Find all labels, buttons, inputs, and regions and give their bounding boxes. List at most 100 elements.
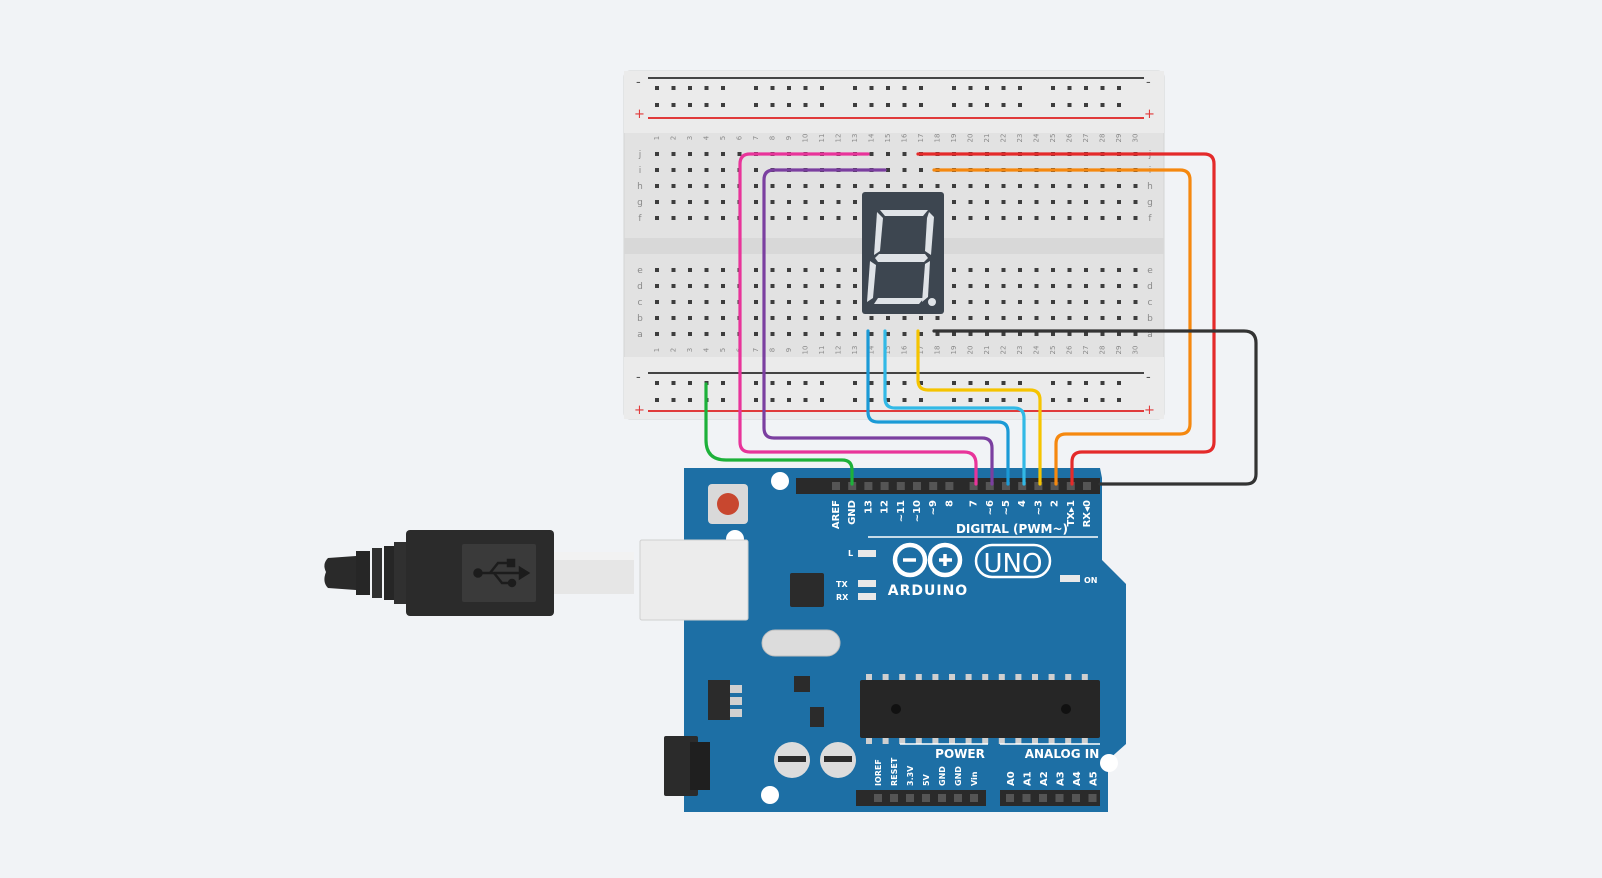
digital-pin-hole[interactable]: [969, 482, 978, 490]
rail-hole[interactable]: [1018, 381, 1022, 385]
terminal-hole[interactable]: [1018, 300, 1022, 304]
terminal-hole[interactable]: [1084, 316, 1088, 320]
terminal-hole[interactable]: [902, 316, 907, 320]
terminal-hole[interactable]: [1117, 300, 1121, 304]
terminal-hole[interactable]: [1100, 184, 1105, 188]
terminal-hole[interactable]: [803, 184, 808, 188]
terminal-hole[interactable]: [1133, 184, 1138, 188]
rail-hole[interactable]: [985, 103, 989, 107]
terminal-hole[interactable]: [1117, 332, 1121, 336]
rail-hole[interactable]: [1117, 103, 1121, 107]
rail-hole[interactable]: [1067, 86, 1072, 90]
wire-cyan[interactable]: [883, 329, 1026, 486]
terminal-hole[interactable]: [820, 184, 824, 188]
terminal-hole[interactable]: [754, 316, 758, 320]
terminal-hole[interactable]: [721, 200, 725, 204]
terminal-hole[interactable]: [1133, 268, 1138, 272]
terminal-hole[interactable]: [919, 168, 923, 172]
terminal-hole[interactable]: [952, 332, 956, 336]
terminal-hole[interactable]: [770, 268, 775, 272]
rail-hole[interactable]: [787, 398, 791, 402]
rail-hole[interactable]: [704, 86, 709, 90]
terminal-hole[interactable]: [1084, 300, 1088, 304]
terminal-hole[interactable]: [704, 284, 709, 288]
rail-hole[interactable]: [1067, 381, 1072, 385]
rail-hole[interactable]: [655, 103, 659, 107]
terminal-hole[interactable]: [721, 332, 725, 336]
terminal-hole[interactable]: [704, 316, 709, 320]
rail-hole[interactable]: [1100, 103, 1105, 107]
terminal-hole[interactable]: [919, 316, 923, 320]
terminal-hole[interactable]: [671, 332, 676, 336]
rail-hole[interactable]: [721, 398, 725, 402]
terminal-hole[interactable]: [688, 332, 692, 336]
terminal-hole[interactable]: [754, 332, 758, 336]
terminal-hole[interactable]: [754, 268, 758, 272]
rail-hole[interactable]: [721, 103, 725, 107]
rail-hole[interactable]: [1051, 86, 1055, 90]
terminal-hole[interactable]: [1051, 184, 1055, 188]
terminal-hole[interactable]: [1051, 200, 1055, 204]
terminal-hole[interactable]: [985, 268, 989, 272]
rail-hole[interactable]: [1067, 103, 1072, 107]
terminal-hole[interactable]: [952, 300, 956, 304]
rail-hole[interactable]: [985, 381, 989, 385]
rail-hole[interactable]: [803, 398, 808, 402]
power-pin-hole[interactable]: [906, 794, 914, 802]
rail-hole[interactable]: [1067, 398, 1072, 402]
rail-hole[interactable]: [1117, 381, 1121, 385]
terminal-hole[interactable]: [704, 200, 709, 204]
terminal-hole[interactable]: [820, 300, 824, 304]
terminal-hole[interactable]: [1067, 200, 1072, 204]
rail-hole[interactable]: [1051, 398, 1055, 402]
terminal-hole[interactable]: [1067, 300, 1072, 304]
terminal-hole[interactable]: [803, 316, 808, 320]
terminal-hole[interactable]: [671, 268, 676, 272]
terminal-hole[interactable]: [836, 284, 841, 288]
rail-hole[interactable]: [1117, 398, 1121, 402]
terminal-hole[interactable]: [853, 284, 857, 288]
terminal-hole[interactable]: [787, 300, 791, 304]
analog-pin-hole[interactable]: [1072, 794, 1080, 802]
rail-hole[interactable]: [770, 103, 775, 107]
digital-pin-hole[interactable]: [1002, 482, 1010, 490]
terminal-hole[interactable]: [787, 200, 791, 204]
terminal-hole[interactable]: [1051, 300, 1055, 304]
terminal-hole[interactable]: [985, 216, 989, 220]
terminal-hole[interactable]: [836, 300, 841, 304]
terminal-hole[interactable]: [704, 300, 709, 304]
rail-hole[interactable]: [968, 103, 973, 107]
terminal-hole[interactable]: [754, 216, 758, 220]
rail-hole[interactable]: [671, 381, 676, 385]
terminal-hole[interactable]: [1084, 284, 1088, 288]
rail-hole[interactable]: [820, 86, 824, 90]
terminal-hole[interactable]: [1034, 316, 1039, 320]
terminal-hole[interactable]: [902, 168, 907, 172]
terminal-hole[interactable]: [787, 316, 791, 320]
terminal-hole[interactable]: [688, 216, 692, 220]
terminal-hole[interactable]: [1084, 200, 1088, 204]
terminal-hole[interactable]: [1100, 300, 1105, 304]
terminal-hole[interactable]: [919, 184, 923, 188]
terminal-hole[interactable]: [952, 216, 956, 220]
digital-pin-hole[interactable]: [880, 482, 889, 490]
analog-pin-hole[interactable]: [1055, 794, 1064, 802]
rail-hole[interactable]: [952, 398, 956, 402]
terminal-hole[interactable]: [1067, 184, 1072, 188]
rail-hole[interactable]: [787, 381, 791, 385]
terminal-hole[interactable]: [688, 284, 692, 288]
terminal-hole[interactable]: [721, 168, 725, 172]
digital-pin-hole[interactable]: [985, 482, 994, 490]
rail-hole[interactable]: [1001, 86, 1006, 90]
terminal-hole[interactable]: [820, 332, 824, 336]
terminal-hole[interactable]: [1100, 316, 1105, 320]
terminal-hole[interactable]: [803, 216, 808, 220]
rail-hole[interactable]: [919, 86, 923, 90]
terminal-hole[interactable]: [671, 168, 676, 172]
terminal-hole[interactable]: [787, 184, 791, 188]
terminal-hole[interactable]: [1001, 332, 1006, 336]
rail-hole[interactable]: [952, 381, 956, 385]
terminal-hole[interactable]: [704, 168, 709, 172]
rail-hole[interactable]: [853, 381, 857, 385]
terminal-hole[interactable]: [985, 284, 989, 288]
